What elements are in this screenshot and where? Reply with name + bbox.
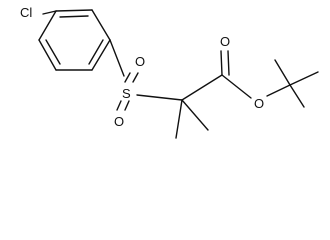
tbutyl-methyl-bond-down bbox=[289, 84, 305, 108]
ring-sulfur-bond bbox=[109, 39, 125, 77]
sulfonyl-double-bond-top-a bbox=[124, 72, 131, 83]
sulfur-carbon-bond bbox=[136, 94, 183, 101]
chlorine-bond bbox=[42, 10, 57, 15]
ring-bond-upper-left bbox=[38, 10, 57, 41]
carbonyl-double-bond-a bbox=[220, 50, 223, 76]
ring-double-bond-right bbox=[88, 39, 104, 65]
ring-double-bond-top bbox=[59, 15, 89, 18]
chemical-structure-diagram: Cl S O O O O bbox=[20, 5, 319, 139]
chlorine-atom-label: Cl bbox=[20, 5, 32, 20]
ring-double-bond-left bbox=[45, 39, 61, 65]
carbonyl-oxygen-label: O bbox=[220, 34, 230, 49]
sulfonyl-oxygen-bottom-label: O bbox=[114, 114, 124, 129]
benzene-ring bbox=[38, 9, 111, 71]
carbonyl-ester-oxygen-bond bbox=[221, 74, 252, 99]
ring-bond-top bbox=[55, 9, 93, 12]
methyl-bond-down bbox=[175, 99, 183, 139]
sulfonyl-double-bond-bottom-a bbox=[116, 100, 122, 111]
ester-tbutyl-bond bbox=[266, 84, 291, 97]
ring-bond-lower-right bbox=[91, 39, 111, 71]
tbutyl-methyl-bond-right bbox=[289, 71, 319, 86]
sulfur-atom-label: S bbox=[122, 86, 131, 101]
sulfonyl-oxygen-top-label: O bbox=[135, 54, 145, 69]
carbonyl-double-bond-b bbox=[227, 50, 230, 76]
ring-bond-upper-right bbox=[91, 9, 111, 41]
tbutyl-methyl-bond-up bbox=[274, 59, 291, 86]
carbon-carbonyl-bond bbox=[181, 74, 223, 101]
ring-bond-lower-left bbox=[38, 39, 57, 71]
ester-oxygen-label: O bbox=[254, 96, 264, 111]
sulfonyl-double-bond-top-b bbox=[132, 72, 139, 83]
sulfonyl-double-bond-bottom-b bbox=[124, 100, 130, 111]
methyl-bond-down-right bbox=[181, 99, 209, 131]
